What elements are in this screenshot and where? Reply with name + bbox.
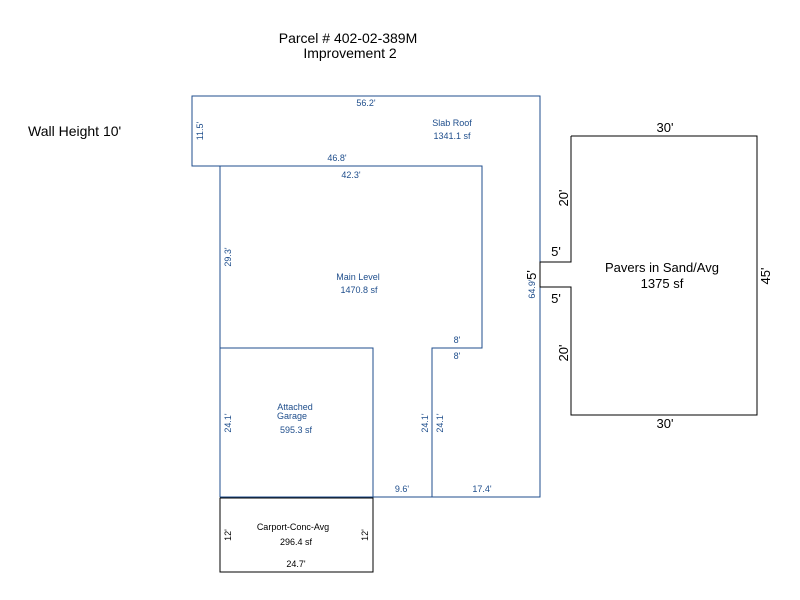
dim-main-left: 29.3': [223, 247, 233, 267]
garage-area: 595.3 sf: [280, 425, 313, 435]
slab-roof-area: 1341.1 sf: [433, 131, 471, 141]
main-level-name: Main Level: [336, 272, 380, 282]
pavers-outline: [539, 135, 758, 416]
garage-name-1: Attached: [277, 402, 313, 412]
dim-notch-b: 8': [454, 351, 461, 361]
dim-notch-left: 24.1': [420, 413, 430, 433]
dim-main-top: 42.3': [341, 170, 361, 180]
dim-slab-inner: 46.8': [327, 153, 347, 163]
dim-pavers-right: 45': [758, 268, 773, 285]
wall-height-label: Wall Height 10': [28, 123, 121, 139]
pavers-name: Pavers in Sand/Avg: [605, 260, 719, 275]
main-level-area: 1470.8 sf: [340, 285, 378, 295]
dim-right-side: 64.9': [527, 279, 537, 299]
dim-notch-right: 24.1': [435, 413, 445, 433]
carport-outline: [219, 497, 374, 573]
carport-area: 296.4 sf: [280, 537, 313, 547]
dim-garage-left: 24.1': [223, 413, 233, 433]
dim-pavers-step-upper: 5': [551, 244, 561, 259]
dim-carport-left: 12': [223, 529, 233, 541]
dim-slab-top: 56.2': [356, 98, 376, 108]
dim-bottom-right: 17.4': [472, 484, 492, 494]
garage-outline: [220, 347, 374, 497]
pavers-area: 1375 sf: [641, 276, 684, 291]
dim-bottom-mid: 9.6': [395, 484, 410, 494]
main-level-outline: [219, 165, 483, 497]
dim-pavers-top: 30': [657, 120, 674, 135]
dim-pavers-bottom: 30': [657, 416, 674, 431]
dim-pavers-left-upper: 20': [556, 190, 571, 207]
dim-slab-left: 11.5': [195, 121, 205, 140]
dim-pavers-step-lower: 5': [551, 291, 561, 306]
dim-carport-right: 12': [360, 529, 370, 541]
dim-pavers-left-lower: 20': [556, 345, 571, 362]
dim-pavers-step-side: 5': [524, 270, 539, 280]
parcel-number: Parcel # 402-02-389M: [279, 30, 418, 46]
carport-name: Carport-Conc-Avg: [257, 522, 329, 532]
dim-carport-bottom: 24.7': [286, 559, 306, 569]
improvement-label: Improvement 2: [303, 45, 397, 61]
dim-notch-a: 8': [454, 335, 461, 345]
garage-name-2: Garage: [277, 411, 307, 421]
slab-roof-name: Slab Roof: [432, 118, 472, 128]
slab-roof-outline: [191, 95, 541, 498]
